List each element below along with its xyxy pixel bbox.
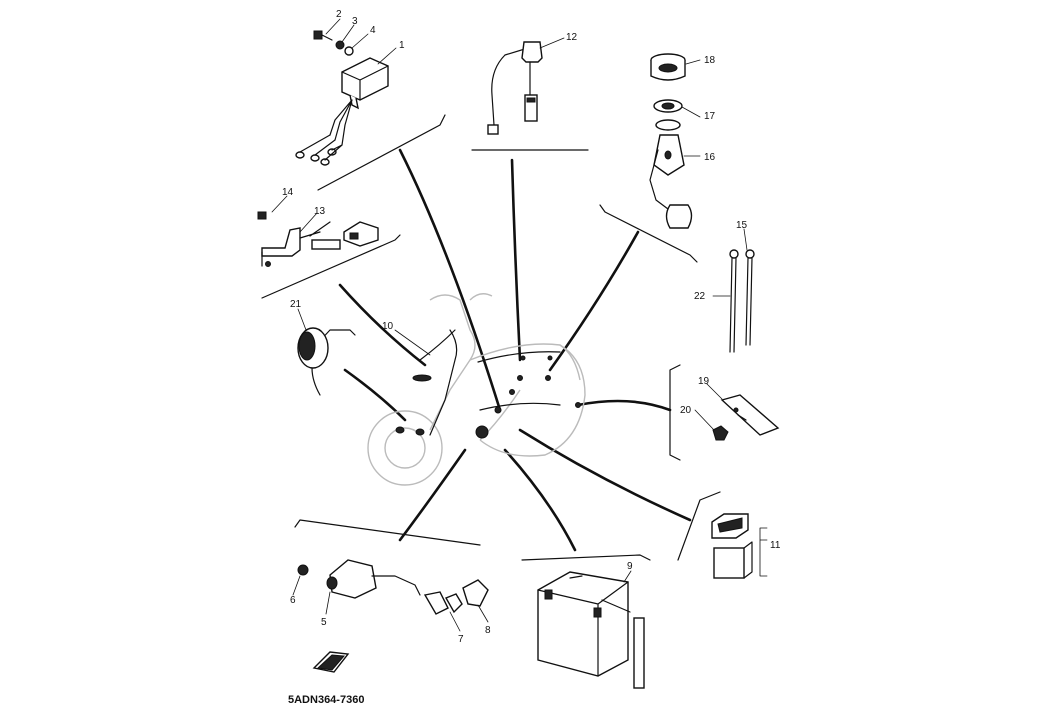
callout-18: 18: [704, 55, 716, 66]
wire-to-group-12: [510, 158, 522, 362]
callout-9: 9: [627, 561, 633, 572]
callout-20: 20: [680, 405, 692, 416]
cable-tie-15: [745, 249, 755, 346]
fuel-sender-16: [649, 134, 693, 229]
connector-symbol: [312, 651, 350, 673]
rubber-cover-21: [297, 327, 329, 369]
callout-8: 8: [485, 625, 491, 636]
cdi-unit-part: [295, 57, 389, 166]
callout-15: 15: [736, 220, 748, 231]
callout-2: 2: [336, 9, 342, 20]
cable-tie-22: [729, 249, 739, 353]
plug-cap-8: [462, 579, 489, 607]
callout-22: 22: [694, 291, 706, 302]
washer-3: [335, 40, 345, 50]
wire-to-group-19: [576, 399, 672, 412]
plug-cap-7: [423, 591, 463, 615]
bolt-2: [313, 30, 333, 41]
sensor-part-12: [487, 41, 543, 135]
ignition-coil-5: [326, 559, 421, 599]
screw-14: [257, 211, 267, 220]
callout-1: 1: [399, 40, 405, 51]
callout-19: 19: [698, 376, 710, 387]
callout-3: 3: [352, 16, 358, 27]
fuel-cap-18: [650, 53, 686, 81]
callout-4: 4: [370, 25, 376, 36]
callout-11: 11: [770, 540, 781, 551]
callout-12: 12: [566, 32, 578, 43]
wire-to-group-16: [548, 230, 640, 372]
washer-4: [344, 46, 354, 56]
callout-13: 13: [314, 206, 326, 217]
wire-to-group-21: [343, 368, 407, 422]
callout-7: 7: [458, 634, 464, 645]
drawing-code: 5ADN364-7360: [288, 694, 364, 706]
wiring-lines: [338, 148, 692, 552]
callout-17: 17: [704, 111, 716, 122]
wire-to-group-11: [518, 428, 692, 522]
callout-6: 6: [290, 595, 296, 606]
wire-to-group-5: [398, 448, 467, 542]
callout-16: 16: [704, 152, 716, 163]
callout-5: 5: [321, 617, 327, 628]
leader-lines: [271, 18, 768, 632]
battery-9: [537, 571, 645, 689]
wire-to-group-9: [503, 448, 577, 552]
nut-20: [712, 425, 729, 441]
callout-labels: 1 2 3 4 5 6 7 8 9 10 11 12 13 14 15 16 1…: [282, 9, 781, 645]
callout-14: 14: [282, 187, 294, 198]
callout-21: 21: [290, 299, 302, 310]
section-brackets: [261, 114, 721, 561]
scooter-outline: [367, 293, 586, 486]
gasket-17: [653, 99, 683, 131]
callout-10: 10: [382, 321, 394, 332]
fuse-set-11: [711, 513, 753, 579]
plate-19: [720, 394, 780, 436]
wiring-harness-10: [419, 329, 456, 361]
relay-bracket-13: [261, 221, 379, 267]
screw-6: [297, 564, 309, 576]
wire-to-group-1: [398, 148, 502, 412]
wire-to-group-13: [338, 283, 427, 367]
